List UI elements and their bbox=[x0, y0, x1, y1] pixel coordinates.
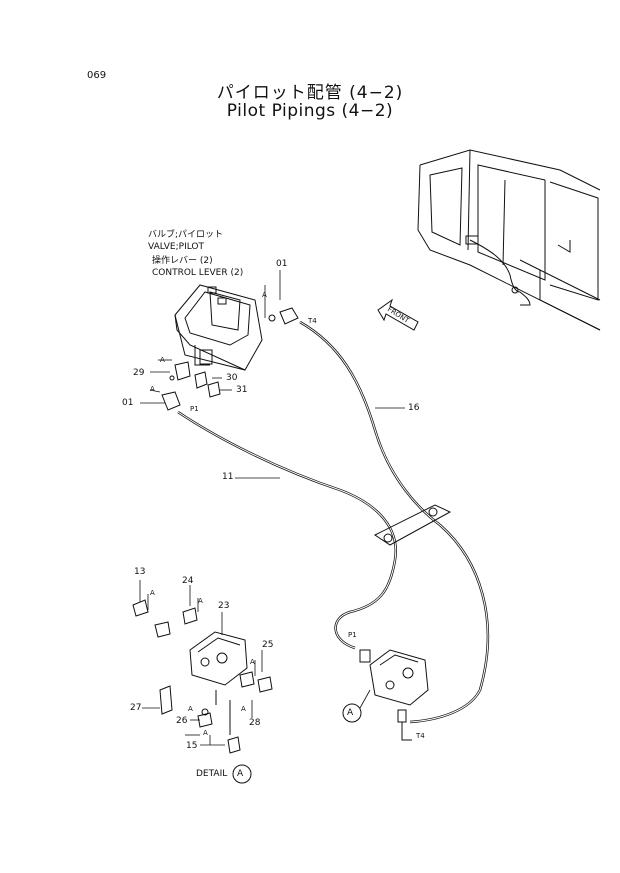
part-number-30: 30 bbox=[226, 373, 238, 383]
marker-a-29: A bbox=[160, 356, 165, 364]
hose-11-inner bbox=[177, 411, 397, 649]
part-number-24: 24 bbox=[182, 576, 194, 586]
part-number-15: 15 bbox=[186, 741, 198, 751]
marker-a-26: A bbox=[188, 705, 193, 713]
hose-11 bbox=[177, 410, 397, 650]
detail-a-valve bbox=[359, 649, 429, 741]
marker-a-28: A bbox=[241, 705, 246, 713]
port-p1-top: P1 bbox=[190, 405, 199, 413]
part-number-23: 23 bbox=[218, 601, 230, 611]
part-number-29: 29 bbox=[133, 368, 145, 378]
hose-16 bbox=[299, 320, 490, 724]
port-p1-bottom: P1 bbox=[348, 631, 357, 639]
section-marker-a: A bbox=[347, 708, 354, 718]
valve-label-en: VALVE;PILOT bbox=[148, 242, 204, 252]
leader-lines bbox=[139, 270, 405, 746]
marker-a-13: A bbox=[150, 589, 155, 597]
part-number-27: 27 bbox=[130, 703, 142, 713]
port-t4-top: T4 bbox=[308, 317, 317, 325]
title-japanese: パイロット配管 (4−2) bbox=[216, 83, 404, 103]
port-t4-bottom: T4 bbox=[416, 732, 425, 740]
pilot-valve bbox=[174, 284, 263, 371]
marker-a-24: A bbox=[198, 597, 203, 605]
title-english: Pilot Pipings (4−2) bbox=[226, 101, 394, 121]
part-number-01-bottom: 01 bbox=[122, 398, 134, 408]
hose-16-inner bbox=[299, 321, 489, 723]
cab-illustration bbox=[417, 149, 601, 331]
valve-label-jp: バルブ;パイロット bbox=[148, 230, 224, 240]
front-arrow-icon bbox=[377, 298, 419, 331]
marker-a-01: A bbox=[262, 291, 267, 299]
part-number-28: 28 bbox=[249, 718, 261, 728]
page-number: 069 bbox=[87, 70, 107, 81]
lever-label-jp: 操作レバー (2) bbox=[152, 256, 213, 266]
part-number-25: 25 bbox=[262, 640, 274, 650]
fittings-top bbox=[161, 307, 299, 411]
section-marker-circle bbox=[342, 703, 362, 723]
part-number-26: 26 bbox=[176, 716, 188, 726]
marker-a-15: A bbox=[203, 729, 208, 737]
exploded-detail bbox=[132, 599, 273, 754]
part-number-01-top: 01 bbox=[276, 259, 288, 269]
lever-label-en: CONTROL LEVER (2) bbox=[152, 268, 244, 278]
marker-a-25: A bbox=[250, 658, 255, 666]
part-number-16: 16 bbox=[408, 403, 420, 413]
part-number-13: 13 bbox=[134, 567, 146, 577]
detail-label: DETAIL bbox=[196, 769, 228, 779]
hose-clamp-bracket bbox=[374, 504, 452, 546]
detail-marker-a: A bbox=[237, 769, 244, 779]
marker-a-01-bottom: A bbox=[150, 385, 155, 393]
part-number-31: 31 bbox=[236, 385, 248, 395]
detail-marker-circle bbox=[232, 764, 252, 784]
part-number-11: 11 bbox=[222, 472, 234, 482]
